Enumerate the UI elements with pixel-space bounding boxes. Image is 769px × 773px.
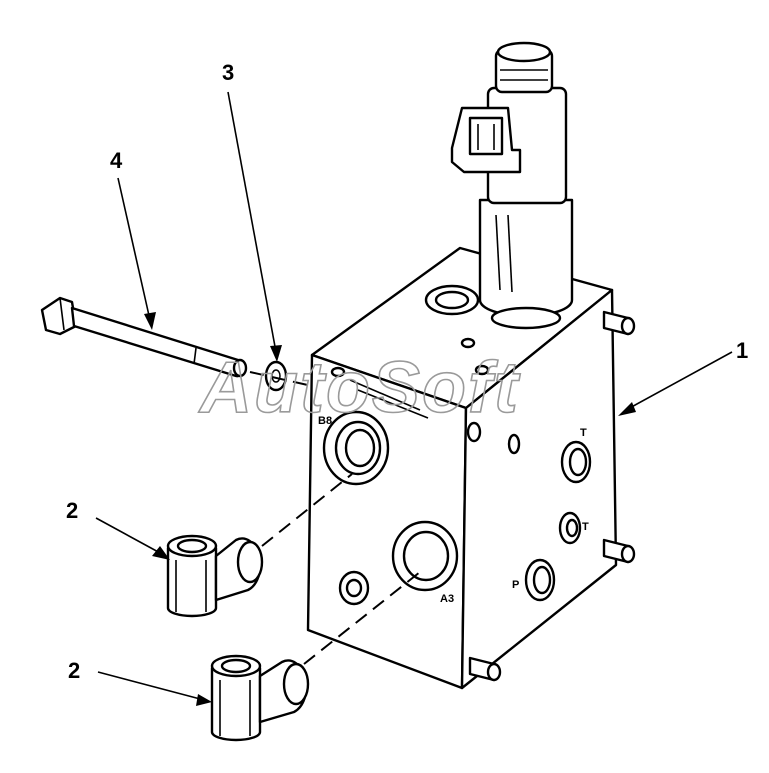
port-p-label: P bbox=[512, 579, 519, 591]
top-small-hole-2 bbox=[474, 364, 490, 376]
side-port-inner bbox=[565, 518, 579, 538]
callout-leaders bbox=[95, 91, 733, 706]
top-bolt-hole bbox=[330, 366, 346, 378]
mounting-bolt bbox=[40, 296, 248, 378]
port-t-label: T bbox=[580, 427, 587, 439]
lower-fitting-centerline bbox=[303, 571, 421, 665]
side-port-label: T bbox=[582, 521, 589, 533]
callout-1: 1 bbox=[736, 338, 748, 363]
solenoid-connector bbox=[450, 106, 522, 174]
front-plug-inner bbox=[345, 578, 363, 598]
elbow-fitting-upper bbox=[166, 534, 264, 618]
bolt-head bbox=[40, 296, 78, 336]
port-a-inner bbox=[402, 530, 450, 582]
solenoid-coil bbox=[450, 41, 574, 330]
port-t-plug-inner bbox=[568, 447, 588, 477]
dowel-top-right bbox=[602, 310, 636, 336]
dowel-bottom bbox=[468, 656, 502, 682]
solenoid-cap-top bbox=[496, 41, 552, 63]
valve-block-right-face bbox=[460, 288, 618, 690]
watermark: AutoSoft bbox=[198, 348, 521, 428]
port-b-label: B8 bbox=[318, 415, 332, 427]
port-b-bore bbox=[344, 428, 376, 468]
bolt-centerline bbox=[249, 371, 313, 387]
solenoid-body bbox=[478, 198, 574, 318]
valve-block: B8 A3 T T P bbox=[306, 246, 636, 690]
port-p-plug-inner bbox=[532, 565, 552, 595]
right-small-hole bbox=[507, 433, 521, 455]
solenoid-base-nut bbox=[490, 306, 562, 330]
upper-fitting-centerline bbox=[261, 473, 353, 547]
callout-3: 3 bbox=[222, 60, 234, 85]
stamp-marking-2 bbox=[357, 389, 429, 419]
callout-4: 4 bbox=[110, 148, 123, 173]
dowel-mid-right bbox=[602, 538, 636, 564]
top-small-hole bbox=[460, 337, 476, 349]
callout-2-lower: 2 bbox=[68, 658, 80, 683]
bolt-tip bbox=[232, 358, 248, 378]
stamp-marking bbox=[349, 379, 421, 411]
port-a-label: A3 bbox=[440, 593, 454, 605]
elbow-fitting-lower bbox=[210, 654, 310, 742]
top-port-inner bbox=[434, 290, 470, 310]
right-edge-hole bbox=[466, 421, 482, 443]
callout-2-upper: 2 bbox=[66, 498, 78, 523]
